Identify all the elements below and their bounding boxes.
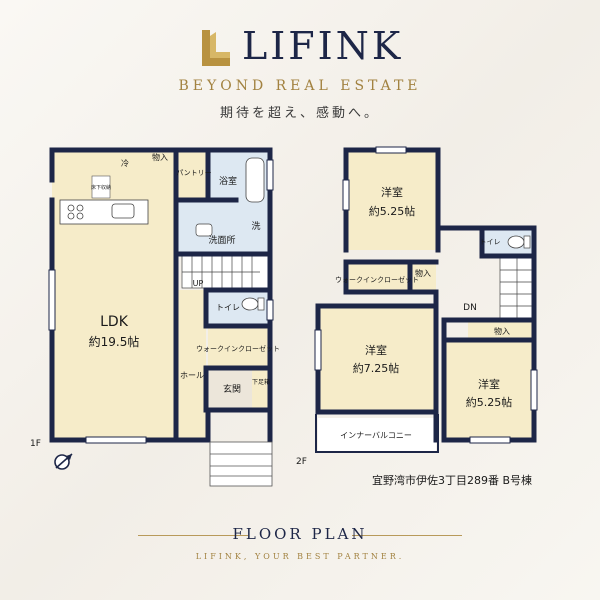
sink-icon [111,203,135,219]
entrance-steps [209,441,273,487]
toilet-label-2f: トイレ [480,238,501,246]
storage-label-1f: 物入 [152,152,168,162]
room1-name: 洋室 [381,185,403,199]
logo-mark-icon [202,30,230,66]
bathtub-icon [245,157,265,203]
underfloor-storage [91,175,111,199]
windows-1f [48,159,274,444]
shoebox-floor [252,370,270,410]
address: 宜野湾市伊佐3丁目289番 B号棟 [372,473,532,487]
stove-burner-icon [76,204,84,212]
north-compass-icon [54,453,73,470]
divider-right [352,535,462,536]
dn-label: DN [463,303,477,313]
toilet-label-1f: トイレ [216,303,240,312]
tagline: BEYOND REAL ESTATE [178,78,422,94]
balcony-label: インナーバルコニー [340,431,412,440]
storage2b-floor [468,320,534,340]
storage2a-floor [410,262,436,292]
wic1-floor [208,326,270,368]
wic-label-1f: ウォークインクローゼット [196,344,280,353]
washroom-floor [178,200,270,254]
room3-name: 洋室 [478,377,500,391]
ldk-floor [52,150,176,440]
wic2-floor [346,262,410,292]
hall-floor [178,290,206,440]
footer-title: FLOOR PLAN [232,525,368,543]
floor-1: 冷 物入 パントリー 床下収納 浴室 洗面所 洗 トイレ UP ホール ウォーク… [30,147,280,487]
floor-2-label: 2F [296,457,307,467]
room2-size: 約7.25帖 [353,361,400,375]
room1-size: 約5.25帖 [369,204,416,218]
stairs-2f [499,257,535,319]
washroom-label: 洗面所 [208,234,235,246]
floor-1-label: 1F [30,439,41,449]
pantry-floor [178,150,208,200]
underfloor-label: 床下収納 [91,184,111,191]
stove-burner-icon [67,212,75,220]
storage-label-2f-a: 物入 [415,268,431,278]
wic-label-2f: ウォークインクローゼット [335,275,419,284]
washbasin-icon [195,223,213,237]
toilet-fixture-icon [241,297,259,311]
wash-label: 洗 [251,220,260,232]
toilet-tank-2f-icon [523,235,531,249]
room2-name: 洋室 [365,343,387,357]
pantry-label: パントリー [176,169,211,177]
ldk-size: 約19.5帖 [89,334,140,349]
bath-label: 浴室 [219,175,237,187]
kitchen-counter [59,199,149,225]
divider-left [138,535,248,536]
toilet-tank-icon [257,297,265,311]
catchphrase: 期待を超え、感動へ。 [219,106,380,121]
brand-name: LIFINK [242,24,404,68]
shoebox-label: 下足箱 [252,378,270,386]
hall-label: ホール [180,371,204,380]
entrance-label: 玄関 [223,383,241,395]
floor-2: 洋室 約5.25帖 ウォークインクローゼット 物入 洋室 約7.25帖 トイレ … [296,146,538,467]
room2-floor [318,306,436,412]
windows-2f [314,146,538,444]
stove-burner-icon [67,204,75,212]
fridge-label: 冷 [121,158,129,168]
storage-label-2f-b: 物入 [494,326,510,336]
balcony-floor [318,418,436,452]
ldk-name: LDK [100,314,129,330]
footer-subtitle: LIFINK, YOUR BEST PARTNER. [195,552,405,561]
up-label: UP [193,279,204,288]
toilet-fixture-2f-icon [507,235,525,249]
room3-floor [444,340,534,440]
stove-burner-icon [76,212,84,220]
balcony-railing [315,414,439,453]
room3-size: 約5.25帖 [466,395,513,409]
room1-floor [346,150,438,250]
